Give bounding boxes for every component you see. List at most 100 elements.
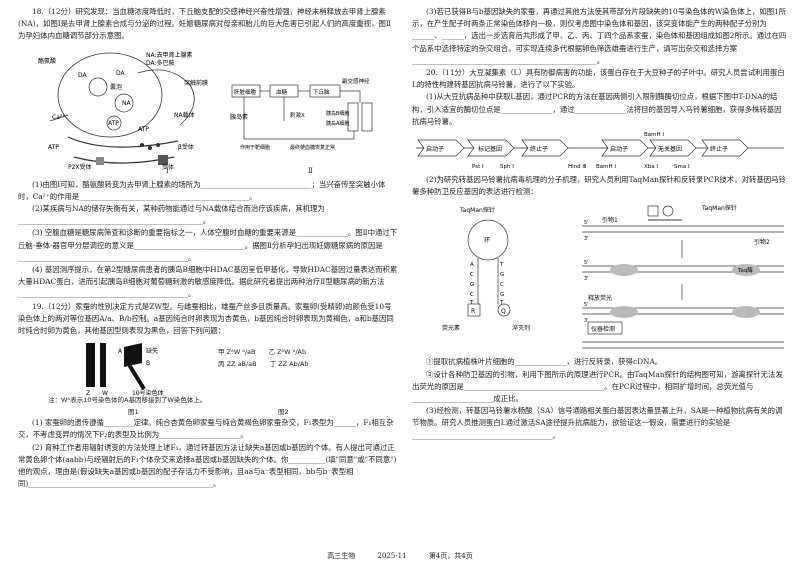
tdna-site-4: Xba Ⅰ: [644, 164, 658, 170]
fig1-text-nacarrier: NA载体: [174, 111, 195, 119]
strand-5-a: 5': [584, 220, 589, 226]
q18-intro: 18.（12分）研究发现：当血糖浓度降低时，下丘脑支配的交感神经兴奋性增强，神经…: [18, 7, 391, 41]
strand-3-c: 3': [584, 318, 589, 324]
primer2-label: 引物2: [754, 238, 770, 246]
figure-1-label: Ⅰ: [166, 166, 169, 175]
fig2-text-insulin: 胰岛素: [230, 113, 248, 121]
fig2-text-bcell: 胰岛B细胞: [326, 110, 349, 117]
q18-part1: (1)由图Ⅰ可知，酪氨酸转变为去甲肾上腺素的场所为_______________…: [18, 179, 386, 201]
footer-page: 第4页，共4页: [428, 552, 473, 560]
strand-5-c: 5': [584, 302, 589, 308]
fig1-text-da: DA:多巴胺: [146, 59, 175, 67]
fig2-text-liver: 肝脏细胞: [234, 88, 257, 96]
stem-8: G: [500, 292, 504, 298]
q18-part3: (3) 空腹血糖是糖尿病筛查和诊断的重要指标之一，人体空腹时血糖的重要来源是__…: [18, 228, 398, 262]
tdna-segment-arrow-2: [521, 139, 569, 157]
genotype-line-2: 丙 ZZ aB/aB 丁 ZZ Ab/Ab: [218, 360, 309, 369]
q19-part3: (3)若已获得B与b基因缺失的家蚕，再通过其他方法使其带部分片段缺失的10号染色…: [412, 7, 787, 65]
tdna-site-2: Hind Ⅲ: [568, 164, 586, 170]
q18-part4: (4) 基因测序提示，在第2型糖尿病患者的胰岛B细胞中HDAC基因呈低甲基化，导…: [18, 265, 398, 299]
tdna-site-1: Sph Ⅰ: [500, 164, 514, 170]
stem-1: C: [470, 272, 474, 278]
fig1-caption: 图1: [128, 408, 139, 417]
figure-2-diagram: 胰岛素 肝脏细胞 血糖 下丘脑 副交感神经 胰岛B细胞 胰岛A细胞 刺激X 作用…: [230, 77, 373, 151]
fig2-text-hypo: 下丘脑: [313, 88, 330, 96]
primer1-label: 引物1: [602, 216, 618, 224]
figure-2-label: Ⅱ: [308, 166, 313, 175]
strand-3-b: 3': [584, 276, 589, 282]
fig1-text-tyr: 酪氨酸: [38, 57, 56, 65]
stem-3: C: [470, 292, 474, 298]
stem-2: G: [470, 282, 474, 288]
fig3-text-w: W: [102, 390, 108, 397]
taq-label: Taq酶: [737, 266, 753, 274]
fig3-text-z: Z: [86, 390, 90, 397]
taqman-probe-label-2: TaqMan探针: [701, 204, 737, 212]
fig3-text-b: B: [146, 360, 150, 367]
q20-intro: 20.（11分）大豆凝集素（L）具有防御病害的功能，该蛋白存在于大豆种子的子叶中…: [412, 68, 785, 90]
fig1-text-vesicle: 囊泡: [110, 83, 122, 91]
fig1-text-na: NA:去甲肾上腺素: [146, 51, 193, 59]
strand-5-b: 5': [584, 260, 589, 266]
q20-part3: (3)经检测，转基因马铃薯水杨酸（SA）信号通路相关蛋白基因表达量显著上升，SA…: [412, 406, 783, 440]
q19-part1: (1) 家蚕卵的遗传遵循________定律。纯合杏黄色卵家蚕与纯合黄褐色卵家蚕…: [18, 418, 394, 440]
tdna-site-5: Sma Ⅰ: [674, 164, 690, 170]
chromosome-figure: A 缺失 B Z W 10号染色体: [86, 343, 164, 397]
fig3-text-chr10: 10号染色体: [132, 389, 164, 397]
tdna-site-3: BamH Ⅰ: [596, 164, 616, 170]
fig2-caption: 图2: [278, 408, 289, 417]
fig2-text-glucose: 血糖: [276, 88, 288, 96]
fig1-text-da2: DA: [116, 70, 126, 77]
tdna-seg-4: 无关基因: [658, 145, 682, 153]
right-column: (3)若已获得B与b基因缺失的家蚕，再通过其他方法使其带部分片段缺失的10号染色…: [412, 6, 788, 442]
tdna-segment-arrow-0: [417, 139, 465, 157]
stem-4: T: [469, 300, 474, 306]
tdna-segment-arrow-5: [701, 139, 749, 157]
fig1-text-beta: β受体: [178, 143, 194, 151]
q20-part1: (1)从大豆抗病品种中获取L基因，通过PCR的方法在基因两侧引入限制酶酶切位点，…: [412, 92, 782, 126]
stem-5: T: [499, 262, 504, 268]
fig2-text-target: 作用于靶细胞: [240, 144, 270, 151]
tdna-seg-0: 启动子: [426, 145, 444, 153]
fig2-text-acell: 胰岛A细胞: [326, 120, 349, 127]
genotype-line-1: 甲 ZᴬW ᵃ/aB 乙 ZᴬW ᵃ/Ab: [218, 348, 307, 357]
left-column: 18.（12分）研究发现：当血糖浓度降低时，下丘脑支配的交感神经兴奋性增强，神经…: [18, 6, 398, 490]
fig2-text-x: 刺激X: [290, 111, 305, 119]
fig1-text-p2x: P2X受体: [68, 163, 92, 171]
release-label: 释放荧光: [588, 294, 612, 302]
tdna-figure: BamH Ⅰ Pst Ⅰ Sph Ⅰ Hind Ⅲ BamH Ⅰ Xba Ⅰ S…: [412, 130, 788, 172]
tdna-seg-5: 终止子: [710, 145, 728, 153]
q20-part2a: ①提取抗病植株叶片细胞的______________，进行反转录，获得cDNA。: [426, 357, 663, 367]
fig2-text-final: 最终使血糖恢复正常: [290, 144, 335, 151]
footer-subject: 高三生物: [327, 552, 356, 560]
stem-9: T: [499, 300, 504, 306]
fig1-text-da1: DA: [78, 72, 88, 79]
figure-note: 注：Wᴬ表示10号染色体的A基因移接到了W染色体上。: [48, 396, 207, 405]
tdna-seg-2: 终止子: [530, 145, 548, 153]
tdna-segment-arrow-1: [467, 139, 515, 157]
fig1-text-receptor: 受体: [162, 163, 174, 171]
fig1-text-premembrane: 突触前膜: [184, 79, 208, 87]
probe-Q: Q: [501, 308, 506, 315]
fig1-text-atp2: ATP: [138, 126, 149, 133]
detect-label: 仪器检测: [591, 325, 615, 333]
fig3-text-a: A: [118, 348, 123, 355]
taqman-probe-label: TaqMan探针: [459, 206, 495, 214]
footer-date: 2025-11: [377, 552, 407, 560]
strand-3-a: 3': [584, 236, 589, 242]
stem-6: G: [500, 272, 504, 278]
q20-part2: (2)为研究转基因马铃薯抗病毒机理的分子机理，研究人员利用TaqMan探针和反转…: [412, 175, 786, 197]
fig1-text-ca: Ca²⁺: [52, 114, 65, 121]
q18-part2: (2)某疾病与NA的储存失衡有关，某种药物能通过与NA载体结合而治疗该疾病，其机…: [18, 204, 325, 226]
page-footer: 高三生物 2025-11 第4页，共4页: [0, 551, 800, 561]
figure-1-diagram: 酪氨酸 NA:去甲肾上腺素 DA:多巴胺 DA DA 囊泡 突触前膜 NA Ca…: [38, 51, 208, 171]
fluor-label: 荧光素: [442, 324, 460, 332]
fig1-text-atp3: ATP: [48, 144, 59, 151]
probe-R: R: [471, 308, 475, 315]
fig2-text-para: 副交感神经: [342, 77, 370, 85]
q19-part2: (2) 育种工作者用辐射诱变的方法处理上述F₁，通过转基因方法让缺失a基因或b基…: [18, 442, 397, 489]
tdna-site-0: Pst Ⅰ: [472, 164, 484, 170]
q20-part2b: ②设计各种防卫基因的引物，利用下图所示的原理进行PCR。由TaqMan探针的结构…: [412, 369, 783, 404]
taqman-figure: TaqMan探针 环 A C G C T T G C G T R Q 荧光素 淬…: [412, 200, 788, 354]
tdna-seg-1: 标记基因: [478, 145, 502, 153]
